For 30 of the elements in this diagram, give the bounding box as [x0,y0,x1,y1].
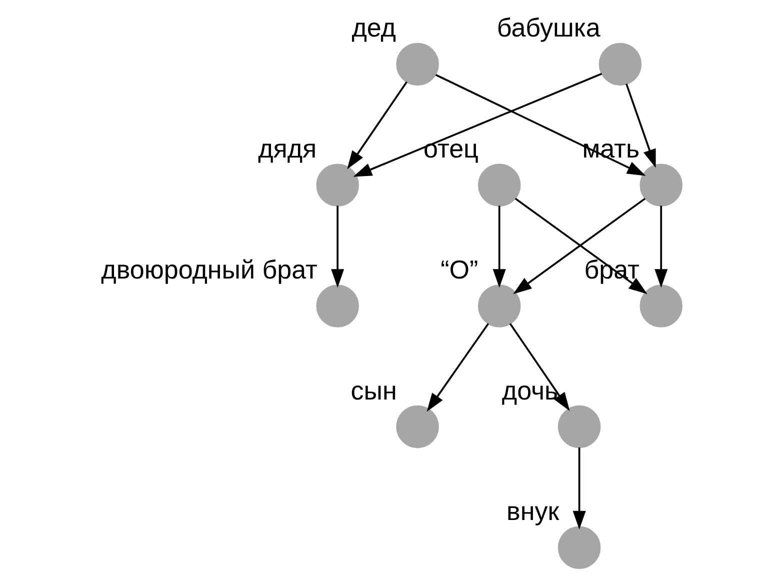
arrow [572,447,586,530]
node-circle [316,164,358,206]
node-circle [598,42,642,86]
node-circle [396,405,438,448]
node-label: сын [350,375,396,406]
node-label: “O” [440,254,478,284]
arrow [625,84,656,168]
node-circle [477,164,520,206]
node-circle [557,526,600,570]
node-label: бабушка [496,12,600,43]
arrow [352,72,602,177]
node-label: дед [351,12,396,43]
arrow [508,323,570,411]
arrow [492,206,506,288]
node-label: внук [506,496,559,526]
arrow [346,81,408,170]
node-label: дочь [501,375,558,406]
node-circle [639,164,682,206]
arrow [426,323,489,412]
node-label: дядя [258,134,316,164]
arrow [654,206,668,288]
node-circle [477,284,520,328]
node-circle [396,42,438,86]
arrow [434,74,646,176]
arrow [330,206,344,288]
node-label: отец [423,134,478,164]
node-circle [316,284,358,328]
node-circle [639,284,682,328]
node-label: двоюродный брат [100,254,317,284]
node-circle [557,405,600,448]
